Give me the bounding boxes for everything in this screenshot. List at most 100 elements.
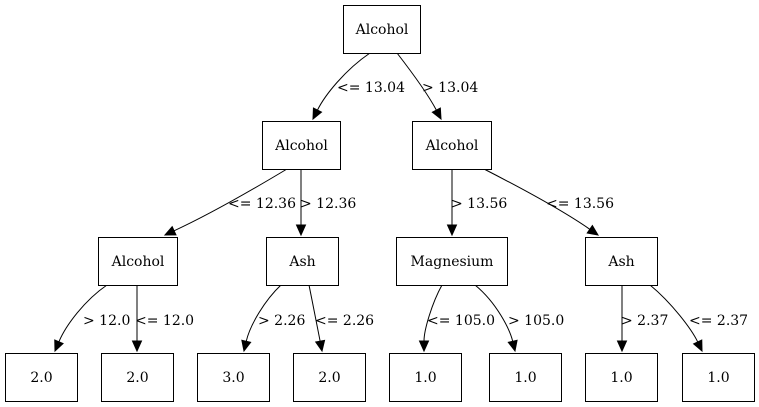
node-label-1-0: 1.0 — [610, 370, 632, 386]
node-label-2-0: 2.0 — [318, 370, 340, 386]
edge-n1-n3: <= 12.36 — [163, 168, 296, 236]
node-box — [293, 353, 366, 402]
edge-line — [423, 284, 443, 342]
edge-n1-n4: > 12.36 — [295, 168, 356, 237]
tree-node-n9: 3.0 — [197, 353, 270, 402]
edge-line — [317, 52, 371, 111]
arrowhead-icon — [131, 340, 143, 353]
node-box — [585, 353, 658, 402]
edge-n4-n9: > 2.26 — [241, 284, 305, 353]
edge-label: > 13.56 — [451, 196, 507, 212]
node-box — [412, 121, 492, 170]
arrowhead-icon — [418, 340, 430, 353]
arrowhead-icon — [446, 224, 458, 237]
edge-n4-n10: <= 2.26 — [308, 284, 374, 353]
tree-node-n6: Ash — [585, 237, 658, 286]
edge-label: > 12.0 — [83, 313, 130, 329]
edge-n3-n8: <= 12.0 — [131, 284, 194, 353]
tree-edges: <= 13.04 > 13.04 <= 12.36> 12.36 > 13.56 <= … — [54, 52, 748, 353]
node-label-ash: Ash — [288, 254, 315, 270]
edge-line — [474, 284, 514, 342]
node-label-1-0: 1.0 — [414, 370, 436, 386]
edge-n6-n13: > 2.37 — [616, 285, 668, 353]
edge-n0-n2: > 13.04 — [396, 52, 478, 121]
arrowhead-icon — [314, 339, 326, 353]
edge-n5-n12: > 105.0 — [474, 284, 564, 353]
node-box — [262, 121, 341, 170]
arrowhead-icon — [692, 339, 703, 353]
arrowhead-icon — [586, 224, 599, 236]
tree-node-n5: Magnesium — [396, 237, 508, 286]
tree-node-n7: 2.0 — [5, 353, 78, 402]
edge-label: <= 105.0 — [427, 313, 495, 329]
arrowhead-icon — [312, 107, 323, 121]
edge-line — [245, 284, 282, 342]
tree-node-n13: 1.0 — [585, 353, 658, 402]
arrowhead-icon — [431, 107, 442, 121]
node-box — [343, 5, 421, 54]
edge-n2-n5: > 13.56 — [446, 169, 507, 237]
edge-line — [483, 168, 591, 230]
edge-label: <= 13.56 — [546, 196, 614, 212]
tree-node-n8: 2.0 — [101, 353, 174, 402]
node-label-ash: Ash — [607, 254, 634, 270]
tree-node-n1: Alcohol — [262, 121, 341, 170]
edge-label: > 2.26 — [258, 313, 305, 329]
node-box — [101, 353, 174, 402]
edge-label: <= 12.36 — [228, 196, 296, 212]
edge-label: <= 2.37 — [689, 313, 748, 329]
arrowhead-icon — [163, 225, 177, 236]
edge-line — [173, 168, 288, 232]
node-label-alcohol: Alcohol — [274, 138, 328, 154]
node-label-2-0: 2.0 — [30, 370, 52, 386]
arrowhead-icon — [507, 339, 518, 353]
node-label-magnesium: Magnesium — [411, 254, 494, 270]
node-label-alcohol: Alcohol — [111, 254, 165, 270]
node-box — [389, 353, 462, 402]
edge-label: <= 13.04 — [337, 80, 405, 96]
edge-line — [58, 284, 108, 342]
edge-label: > 12.36 — [300, 196, 356, 212]
tree-node-n2: Alcohol — [412, 121, 492, 170]
node-label-1-0: 1.0 — [514, 370, 536, 386]
tree-node-n11: 1.0 — [389, 353, 462, 402]
node-box — [197, 353, 270, 402]
node-box — [682, 353, 755, 402]
node-box — [396, 237, 508, 286]
arrowhead-icon — [616, 340, 628, 353]
tree-node-n10: 2.0 — [293, 353, 366, 402]
tree-node-n0: Alcohol — [343, 5, 421, 54]
edge-line — [308, 284, 321, 342]
edge-label: > 105.0 — [508, 313, 564, 329]
arrowhead-icon — [54, 339, 64, 353]
node-label-alcohol: Alcohol — [425, 138, 479, 154]
edge-n5-n11: <= 105.0 — [418, 284, 495, 353]
arrowhead-icon — [295, 224, 307, 237]
node-label-2-0: 2.0 — [126, 370, 148, 386]
arrowhead-icon — [241, 339, 252, 353]
node-box — [98, 237, 178, 286]
node-box — [266, 237, 339, 286]
edge-label: <= 12.0 — [135, 313, 194, 329]
edge-label: > 13.04 — [422, 80, 478, 96]
edge-line — [396, 52, 437, 111]
node-label-alcohol: Alcohol — [355, 22, 409, 38]
edge-label: <= 2.26 — [315, 313, 374, 329]
tree-node-n14: 1.0 — [682, 353, 755, 402]
node-label-1-0: 1.0 — [707, 370, 729, 386]
node-box — [489, 353, 562, 402]
node-label-3-0: 3.0 — [222, 370, 244, 386]
edge-label: > 2.37 — [621, 313, 668, 329]
tree-node-n3: Alcohol — [98, 237, 178, 286]
tree-node-n4: Ash — [266, 237, 339, 286]
tree-node-n12: 1.0 — [489, 353, 562, 402]
edge-n6-n14: <= 2.37 — [649, 284, 748, 353]
node-box — [585, 237, 658, 286]
node-box — [5, 353, 78, 402]
edge-n0-n1: <= 13.04 — [312, 52, 405, 121]
edge-n3-n7: > 12.0 — [54, 284, 130, 353]
edge-n2-n6: <= 13.56 — [483, 168, 614, 236]
edge-line — [649, 284, 699, 343]
